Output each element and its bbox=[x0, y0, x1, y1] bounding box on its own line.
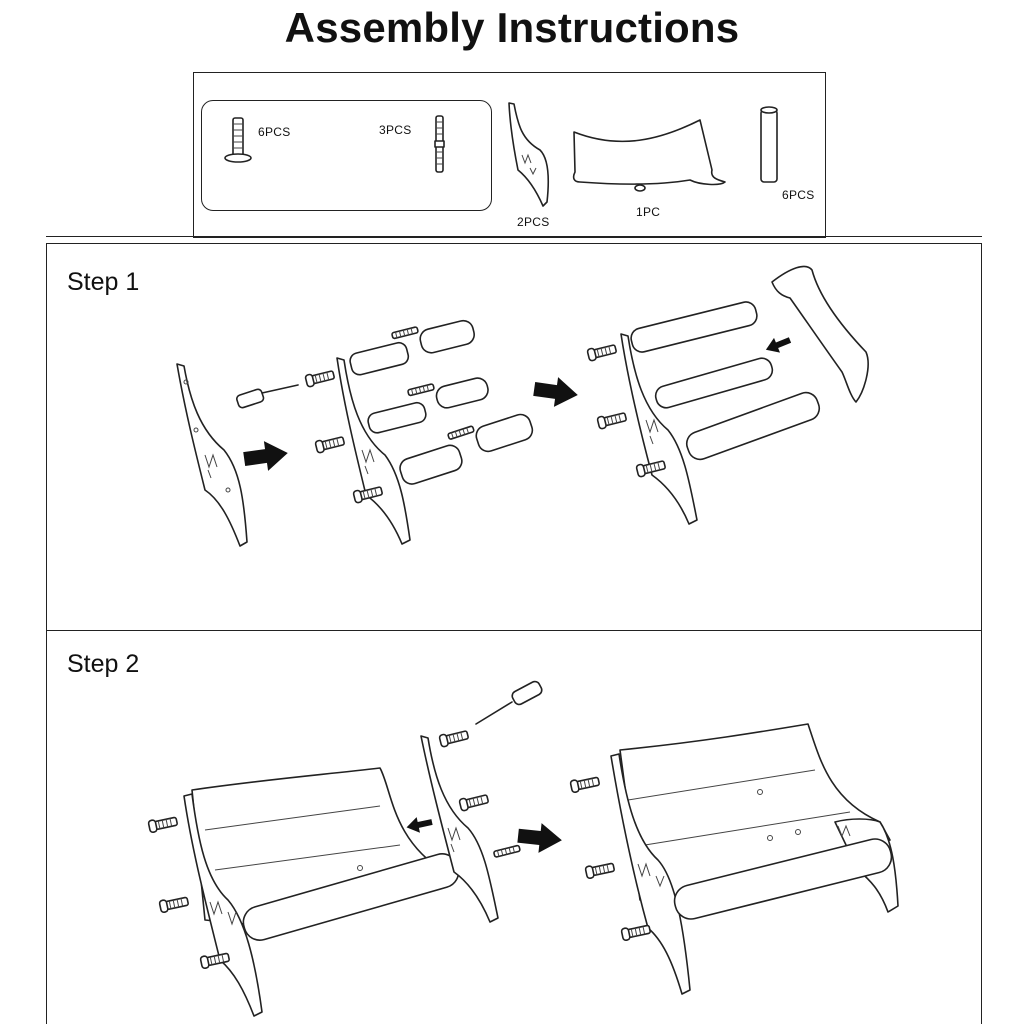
parts-list-panel bbox=[193, 72, 826, 238]
step1-arrow-1-icon bbox=[242, 438, 290, 474]
step2-bolt-b-icon bbox=[158, 894, 190, 914]
dowel-qty: 6PCS bbox=[782, 188, 815, 202]
section-divider bbox=[46, 236, 982, 237]
step2-bolt-a-icon bbox=[147, 814, 179, 834]
step2-bolt-g-icon bbox=[584, 860, 616, 880]
step1-rod-b-icon bbox=[406, 382, 436, 397]
step1-arrow-3-icon bbox=[762, 332, 793, 358]
threaded-rod-icon bbox=[434, 115, 445, 173]
step1-frame-with-rods-icon bbox=[620, 301, 821, 525]
bolt-qty: 6PCS bbox=[258, 125, 291, 139]
step2-assembled-bench-icon bbox=[610, 723, 899, 995]
side-panel-icon bbox=[508, 102, 550, 207]
step2-partial-bench-icon bbox=[183, 767, 460, 1017]
step1-bolt-a-icon bbox=[304, 367, 336, 389]
step1-side-panel-icon bbox=[176, 363, 248, 547]
step2-bolt-h-icon bbox=[620, 922, 652, 942]
fastener-group bbox=[201, 100, 492, 211]
step2-side-panel-icon bbox=[420, 735, 499, 923]
step1-rod-c-icon bbox=[446, 425, 476, 441]
step1-exploded-frame-icon bbox=[336, 319, 534, 545]
dowel-icon bbox=[760, 106, 778, 183]
threaded-rod-qty: 3PCS bbox=[379, 123, 412, 137]
seat-sling-qty: 1PC bbox=[636, 205, 661, 219]
step2-pin-icon bbox=[492, 844, 522, 859]
step1-bolt-d-icon bbox=[586, 341, 618, 363]
side-panel-qty: 2PCS bbox=[517, 215, 550, 229]
step2-bolt-f-icon bbox=[569, 774, 601, 794]
page-title: Assembly Instructions bbox=[284, 4, 740, 51]
step1-bolt-b-icon bbox=[314, 433, 346, 455]
step2-screwdriver-icon bbox=[475, 680, 543, 725]
step1-rod-a-icon bbox=[390, 325, 420, 340]
step-1-label: Step 1 bbox=[67, 268, 140, 296]
seat-sling-icon bbox=[572, 119, 726, 192]
step-2-label: Step 2 bbox=[67, 650, 140, 678]
screwdriver-icon bbox=[236, 384, 299, 409]
step2-bolt-e-icon bbox=[458, 791, 490, 813]
bolt-icon bbox=[224, 117, 252, 163]
step2-bolt-d-icon bbox=[438, 727, 470, 749]
step1-seat-sling-icon bbox=[771, 265, 869, 403]
step2-arrow-1-icon bbox=[404, 814, 434, 836]
step1-bolt-e-icon bbox=[596, 409, 628, 431]
step2-arrow-2-icon bbox=[516, 820, 564, 856]
step1-arrow-2-icon bbox=[532, 374, 580, 410]
step-2-panel bbox=[46, 630, 982, 1024]
